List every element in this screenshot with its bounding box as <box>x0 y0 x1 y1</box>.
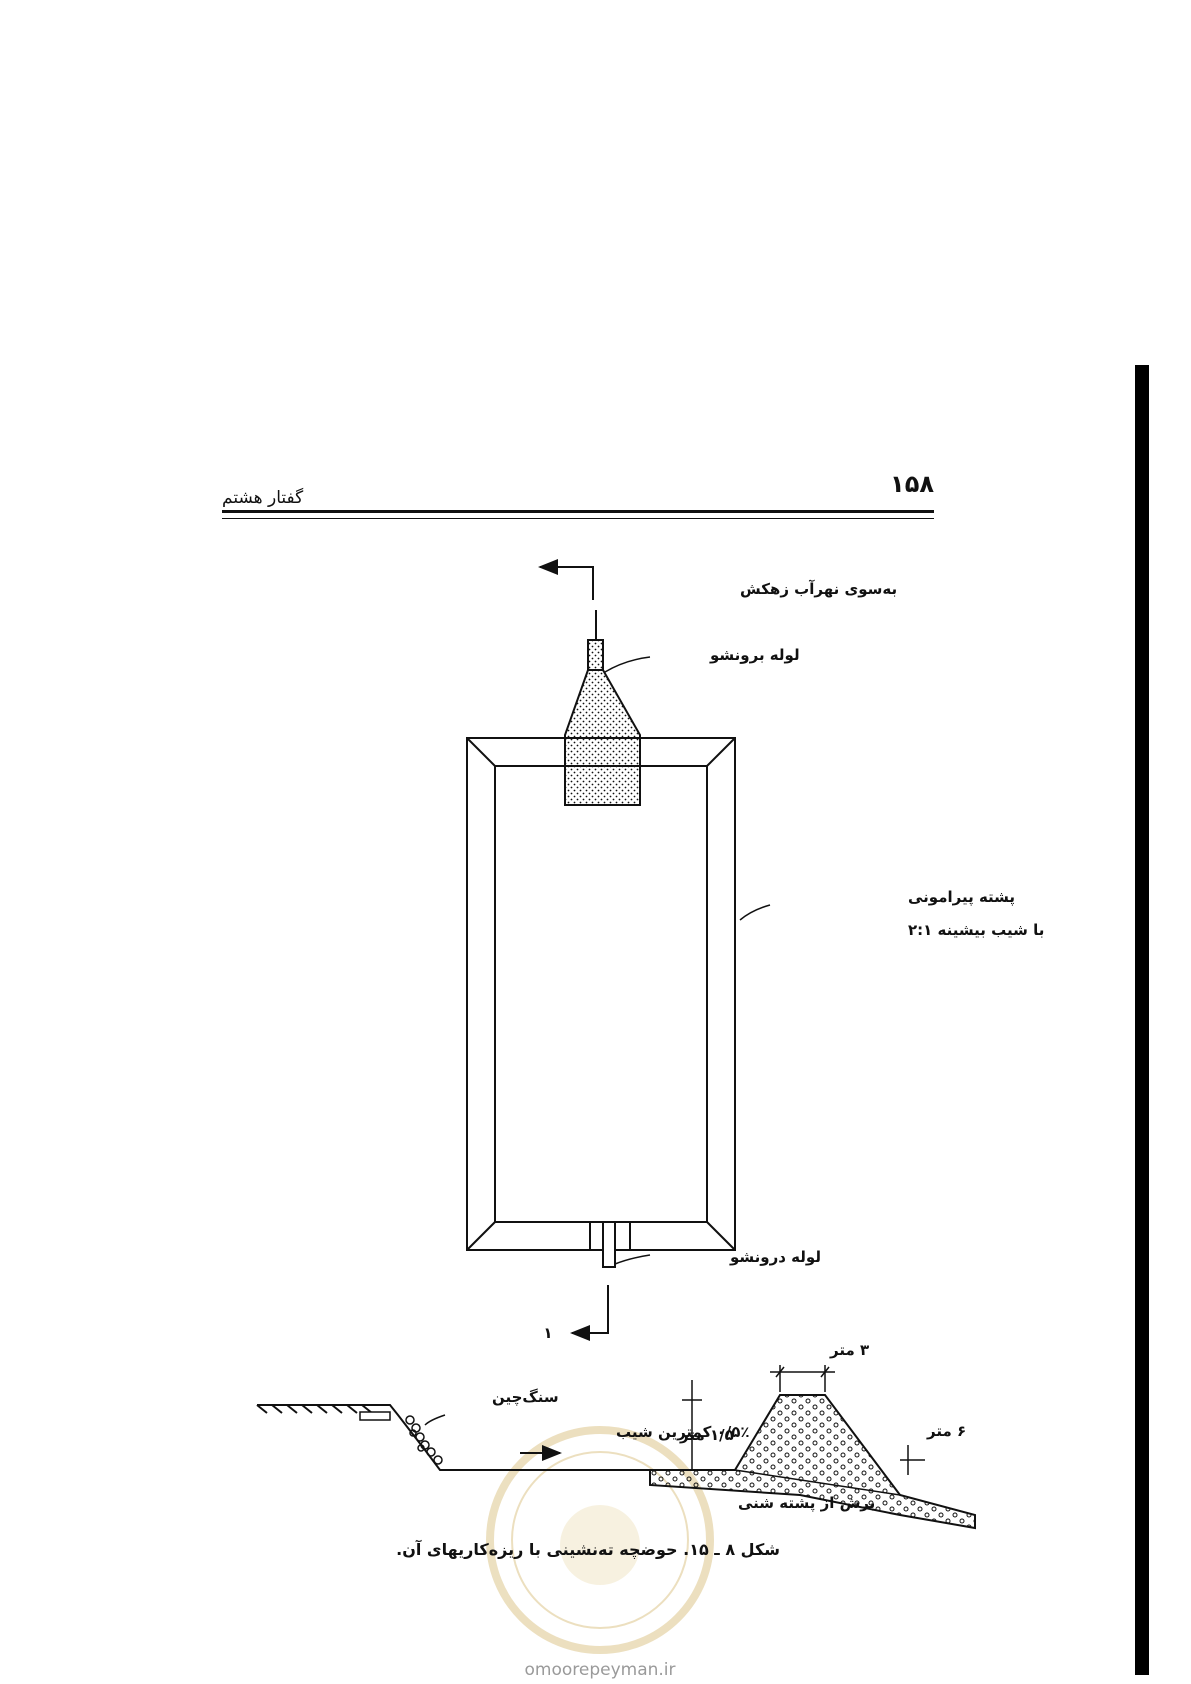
label-riprap: سنگ‌چین <box>492 1388 559 1407</box>
cross-section <box>256 1365 976 1530</box>
page-header: ۱۵۸ گفتار هشتم <box>222 470 934 530</box>
header-rule-thick <box>222 510 934 513</box>
label-outlet-pipe: لوله برونشو <box>709 646 800 664</box>
watermark-seal <box>486 1426 714 1654</box>
label-height-1-5m: ۱/۵ متر <box>679 1426 734 1444</box>
label-embankment-2: با شیب بیشینه ۲:۱ <box>908 921 1044 939</box>
page-edge-bar <box>1135 365 1149 1675</box>
drain-direction-arrow <box>538 559 594 600</box>
label-inlet-pipe: لوله درونشو <box>729 1248 821 1266</box>
inlet-pipe <box>589 1221 631 1268</box>
leader-inlet <box>614 1254 651 1265</box>
leader-outlet <box>604 656 651 673</box>
outlet-pipe <box>587 610 604 671</box>
label-height-6m: ۶ متر <box>926 1422 966 1440</box>
label-gravel-section: برش از پشته شنی <box>738 1494 875 1513</box>
page-number: ۱۵۸ <box>890 470 934 498</box>
header-rule-thin <box>222 518 934 519</box>
label-min-slope: ۰/۵٪ کمترین شیب <box>616 1423 750 1441</box>
watermark-url: omoorepeyman.ir <box>524 1660 676 1680</box>
chapter-title: گفتار هشتم <box>222 488 304 508</box>
basin-plan <box>466 737 736 1251</box>
figure-caption: شکل ۸ ـ ۱۵. حوضچه ته‌نشینی با ریزه‌کاریه… <box>396 1540 780 1559</box>
label-to-drain: به‌سوی نهرآب زهکش <box>740 580 897 598</box>
section-marker-arrow <box>570 1285 609 1341</box>
label-width-3m: ۳ متر <box>829 1341 869 1359</box>
label-section-marker: ۱ <box>543 1324 552 1342</box>
label-embankment-1: پشته پیرامونی <box>908 888 1015 907</box>
leader-embankment <box>739 904 771 921</box>
